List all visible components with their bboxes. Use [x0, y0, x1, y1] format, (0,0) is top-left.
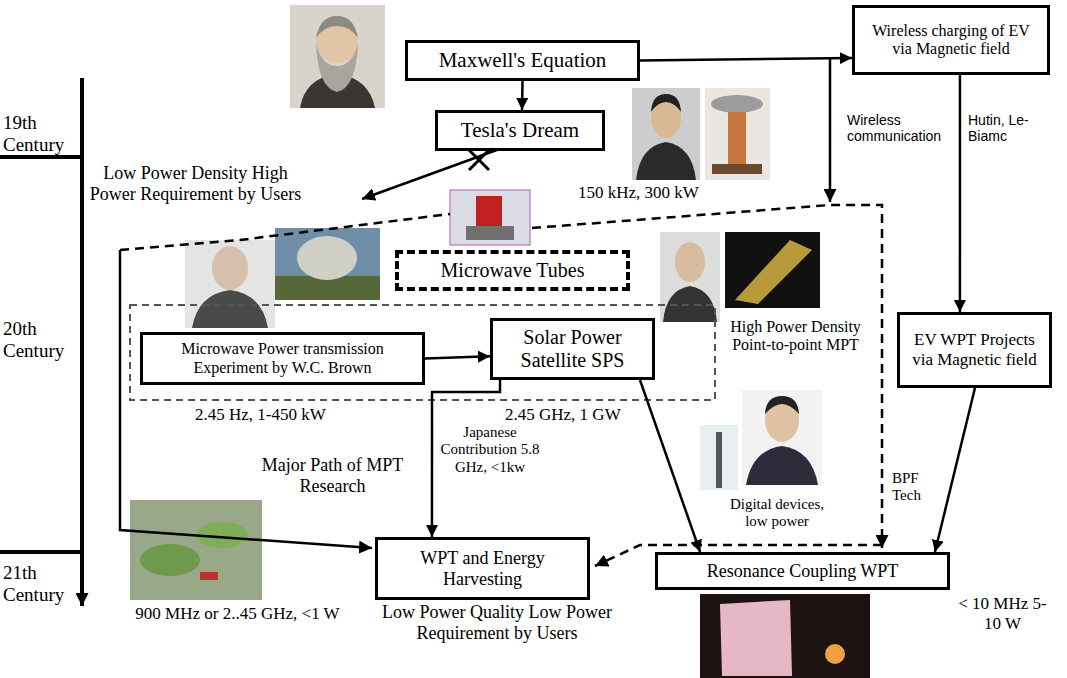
tesla-portrait — [632, 88, 700, 180]
connector-arrow — [935, 388, 975, 552]
tower — [716, 432, 722, 488]
major-path-line — [120, 250, 372, 548]
photo-ground — [130, 500, 262, 600]
face — [675, 242, 705, 282]
photo-ground — [275, 228, 380, 300]
region-dashed-line — [120, 214, 450, 250]
spec-label: 150 kHz, 300 kW — [578, 183, 713, 203]
process-box: Resonance Coupling WPT — [655, 552, 950, 590]
rectenna-photo — [275, 228, 380, 300]
connector-arrow — [425, 356, 490, 358]
node-text: Tesla's Dream — [444, 118, 596, 142]
process-box: WPT and Energy Harvesting — [375, 537, 590, 600]
tech-label: BPF Tech — [892, 470, 936, 505]
coil-base — [712, 164, 762, 174]
process-box: Tesla's Dream — [435, 110, 605, 151]
connector-arrow — [959, 75, 962, 312]
tower-photo — [700, 425, 738, 490]
microwave-tube-photo — [450, 190, 530, 245]
solar-satellite-image — [725, 232, 820, 308]
note-label: Low Power Density High Power Requirement… — [88, 163, 303, 204]
process-box: Wireless charging of EV via Magnetic fie… — [852, 5, 1050, 75]
century-tick — [0, 550, 82, 554]
dish — [297, 236, 357, 280]
connector-arrow — [640, 380, 700, 552]
photo-ground — [700, 594, 870, 678]
tesla-coil-photo — [705, 88, 770, 180]
photo-ground — [632, 88, 700, 180]
coil — [728, 112, 746, 164]
shinohara-portrait — [742, 390, 822, 485]
node-text: EV WPT Projects via Magnetic field — [906, 330, 1043, 369]
cross-mark — [469, 150, 489, 170]
equation-box: Maxwell's Equation — [405, 40, 640, 81]
maxwell-portrait — [290, 5, 385, 108]
node-text: Maxwell's Equation — [414, 48, 631, 72]
branch-label: Wireless communication — [847, 112, 953, 144]
note-label: High Power Density Point-to-point MPT — [728, 318, 863, 355]
hair — [651, 94, 681, 112]
name-label: Hutin, Le-Biamc — [968, 112, 1053, 144]
note-label: Low Power Quality Low Power Requirement … — [352, 602, 642, 643]
node-text: Resonance Coupling WPT — [664, 561, 941, 582]
spec-label: < 10 MHz 5-10 W — [955, 594, 1050, 633]
photo-ground — [700, 425, 738, 490]
note-label: Digital devices, low power — [722, 496, 832, 531]
node-text: Wireless charging of EV via Magnetic fie… — [861, 22, 1041, 59]
spec-label: 2.45 Hz, 1-450 kW — [195, 405, 365, 425]
century-label: 20th Century — [3, 318, 75, 362]
micro-helicopter — [200, 572, 218, 580]
century-label: 19th Century — [3, 112, 75, 156]
spec-label: 900 MHz or 2..45 GHz, <1 W — [125, 604, 350, 624]
photo-ground — [660, 232, 720, 322]
photo-ground — [705, 88, 770, 180]
process-box: EV WPT Projects via Magnetic field — [897, 312, 1052, 388]
process-box: Solar Power Satellite SPS — [490, 318, 655, 380]
photo-ground — [450, 190, 530, 245]
dashed-box: Microwave Tubes — [395, 250, 630, 291]
photo-ground — [725, 232, 820, 308]
face — [212, 246, 248, 290]
connector-arrow — [640, 58, 852, 61]
beard — [316, 44, 358, 92]
process-box: Microwave Power transmission Experiment … — [140, 332, 425, 385]
hair — [316, 16, 358, 38]
node-text: Solar Power Satellite SPS — [499, 326, 646, 372]
connector-arrow — [521, 81, 524, 110]
tube-base — [466, 226, 514, 240]
node-text: Microwave Tubes — [405, 259, 620, 282]
hair — [765, 396, 799, 414]
glaser-portrait — [660, 232, 720, 322]
coat — [746, 446, 818, 485]
spec-label: 2.45 GHz, 1 GW — [505, 405, 630, 425]
photo-ground — [290, 5, 385, 108]
brown-portrait — [185, 240, 275, 328]
node-text: WPT and Energy Harvesting — [384, 548, 581, 589]
crossed-arrow — [362, 147, 505, 199]
tube-body — [476, 196, 502, 226]
coat — [192, 290, 268, 328]
branch-arrow — [829, 58, 832, 202]
node-text: Microwave Power transmission Experiment … — [149, 340, 416, 377]
century-label: 21th Century — [3, 562, 75, 606]
photo-ground — [185, 240, 275, 328]
coat — [636, 142, 696, 180]
group-outline — [130, 305, 715, 400]
energy-harvesting-photo — [130, 500, 262, 600]
leaf — [140, 544, 200, 576]
toroid — [711, 95, 763, 113]
solar-panel — [735, 240, 812, 304]
path-label: Major Path of MPT Research — [245, 455, 420, 496]
cross-mark — [469, 150, 489, 170]
lit-panel — [720, 600, 792, 676]
note-label: Japanese Contribution 5.8 GHz, <1kw — [440, 424, 540, 476]
photo-ground — [742, 390, 822, 485]
resonance-demo-photo — [700, 594, 870, 678]
lamp — [825, 644, 845, 664]
century-tick — [0, 155, 82, 159]
